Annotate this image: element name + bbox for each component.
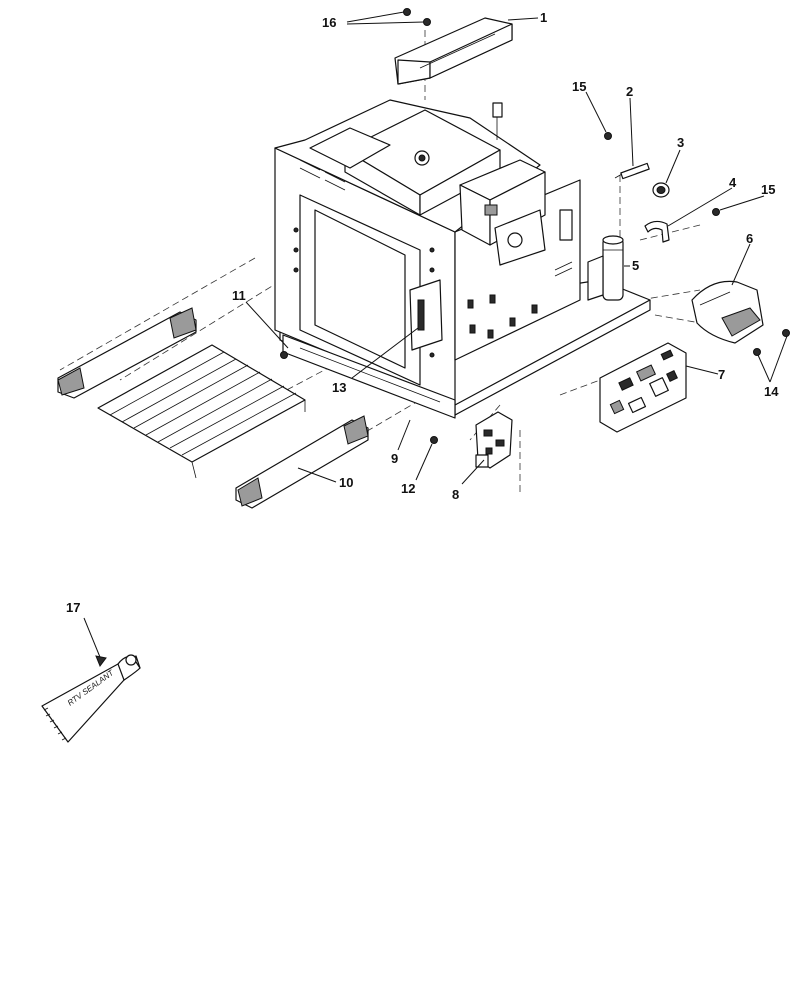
part-17-rtv-sealant-tube: RTV SEALANT [41,654,141,743]
callout-1: 1 [540,10,547,25]
part-9-bottom-panel [282,334,456,419]
part-10-rack-support-right [235,415,369,509]
cavity-chassis [274,99,651,416]
callout-15-top: 15 [572,79,586,94]
tube-crimp-edge [43,707,67,741]
callout-17: 17 [66,600,80,615]
callout-numbers: 16 1 15 2 3 4 15 6 5 11 13 7 14 9 10 12 … [66,10,779,615]
screws-16 [403,8,431,26]
callout-15-right: 15 [761,182,775,197]
callout-14: 14 [764,384,779,399]
part-13-hinge-plate [409,279,443,351]
part-3-knob [652,182,670,198]
part-8-switch-assembly [475,411,513,469]
screws-15 [604,132,720,216]
screws-14 [753,329,790,356]
callout-13: 13 [332,380,346,395]
callout-3: 3 [677,135,684,150]
callout-8: 8 [452,487,459,502]
part-5-capacitor [587,235,624,301]
screw-12 [430,436,438,444]
screw-left [280,351,288,359]
part-7-control-board [599,342,687,433]
callout-4: 4 [729,175,737,190]
rack-support-left [57,307,197,399]
part-4-clip [644,220,670,243]
leader-lines [83,11,788,668]
callout-16: 16 [322,15,336,30]
part-1-top-bracket [394,17,513,85]
callout-2: 2 [626,84,633,99]
callout-7: 7 [718,367,725,382]
callout-5: 5 [632,258,639,273]
part-6-fan-cover [691,280,764,344]
callout-10: 10 [339,475,353,490]
callout-12: 12 [401,481,415,496]
part-2-sensor [614,162,650,180]
callout-9: 9 [391,451,398,466]
callout-6: 6 [746,231,753,246]
callout-11: 11 [232,288,246,303]
oven-rack [97,344,306,479]
